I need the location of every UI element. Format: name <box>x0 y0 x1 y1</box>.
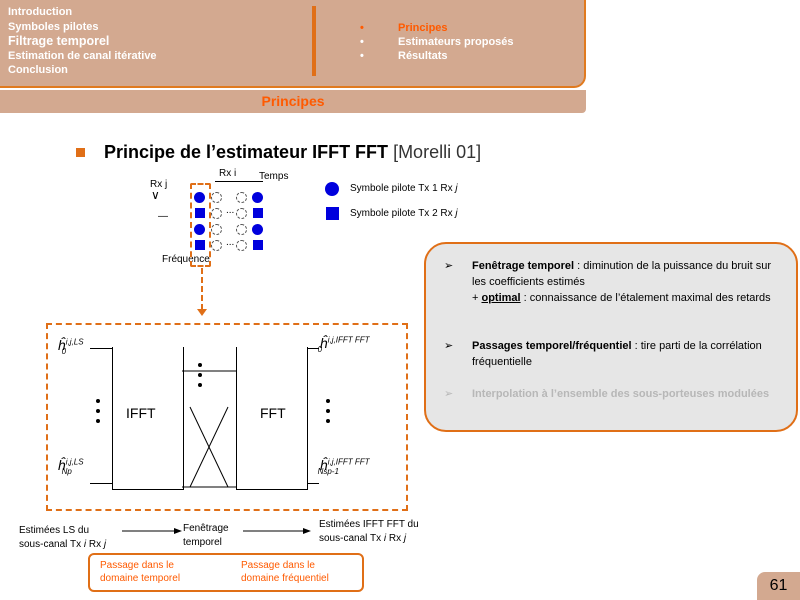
note-fenetrage: Fenêtrage temporel : diminution de la pu… <box>472 260 771 304</box>
slide-title-bar: Principes <box>0 90 586 113</box>
nav-section-symboles-pilotes[interactable]: Symboles pilotes <box>8 20 99 33</box>
arrow-bullet-icon: ➢ <box>444 260 454 272</box>
empty-symbol <box>236 240 247 251</box>
reference: [Morelli 01] <box>393 142 482 162</box>
pilot-circle <box>252 192 263 203</box>
nav-subsection-principes[interactable]: •Principes <box>360 22 448 34</box>
chevron-down-icon: ∨ <box>151 188 160 202</box>
time-axis-line <box>215 181 263 182</box>
rx-i-label: Rx i <box>219 168 237 179</box>
pilot-square <box>253 208 263 218</box>
nav-section-conclusion[interactable]: Conclusion <box>8 64 68 76</box>
arrow-bullet-icon: ➢ <box>444 340 454 352</box>
pilot-square <box>195 208 205 218</box>
ellipsis: ... <box>226 205 235 216</box>
note-passages: Passages temporel/fréquentiel : tire par… <box>472 340 762 368</box>
legend-square-label: Symbole pilote Tx 2 Rx j <box>350 208 458 219</box>
crossing-lines <box>182 370 236 488</box>
square-bullet-icon <box>76 148 85 157</box>
ellipsis-dot <box>96 399 100 403</box>
ellipsis-dot <box>96 409 100 413</box>
subsection-list: •Principes •Estimateurs proposés •Résult… <box>360 21 514 63</box>
nav-section-estimation-iterative[interactable]: Estimation de canal itérative <box>8 49 157 62</box>
arrow-right-icon <box>243 528 311 534</box>
navigation-header <box>0 0 586 88</box>
ellipsis: ... <box>226 237 235 248</box>
bullet-icon: • <box>360 22 364 34</box>
bullet-icon: • <box>360 36 364 48</box>
ifft-label: IFFT <box>126 405 156 421</box>
dash-mark: — <box>158 211 168 222</box>
main-heading: Principe de l’estimateur IFFT FFT [Morel… <box>104 142 482 162</box>
input-line <box>90 348 112 349</box>
ellipsis-dot <box>326 419 330 423</box>
ifft-block <box>112 347 184 490</box>
empty-symbol <box>236 192 247 203</box>
rx-j-label: Rx j <box>150 179 168 190</box>
fft-label: FFT <box>260 405 286 421</box>
pilot-column-highlight <box>190 183 211 267</box>
output-h-bottom: ĥi,j,IFFT FFTNsp-1 <box>317 457 370 476</box>
nav-section-introduction[interactable]: Introduction <box>8 6 73 18</box>
empty-symbol <box>211 240 222 251</box>
notes-box: ➢ Fenêtrage temporel : diminution de la … <box>424 242 798 432</box>
input-line <box>90 483 112 484</box>
section-list: Introduction Symboles pilotes Filtrage t… <box>8 5 308 78</box>
bullet-icon: • <box>360 50 364 62</box>
nav-subsection-resultats[interactable]: •Résultats <box>360 50 448 62</box>
dashed-connector <box>201 268 203 310</box>
arrow-bullet-icon: ➢ <box>444 388 454 400</box>
empty-symbol <box>211 224 222 235</box>
ellipsis-dot <box>326 409 330 413</box>
ellipsis-dot <box>96 419 100 423</box>
input-h-top: ĥi,j,LS0 <box>58 337 84 356</box>
frequency-axis-label: Fréquence <box>162 254 210 265</box>
nav-subsection-estimateurs[interactable]: •Estimateurs proposés <box>360 36 514 48</box>
pilot-square <box>195 240 205 250</box>
arrow-right-icon <box>122 528 182 534</box>
pilot-circle <box>194 224 205 235</box>
ifft-fft-diagram: ĥi,j,LS0 ĥi,j,LSNp IFFT FFT ĥi,j,IFFT FF… <box>46 323 408 511</box>
output-line <box>307 348 319 349</box>
ellipsis-dot <box>326 399 330 403</box>
nav-divider <box>312 6 316 76</box>
legend-circle-icon <box>325 182 339 196</box>
empty-symbol <box>236 208 247 219</box>
pilot-circle <box>252 224 263 235</box>
output-line <box>307 483 319 484</box>
input-h-bottom: ĥi,j,LSNp <box>58 457 84 476</box>
output-h-top: ĥi,j,IFFT FFT0 <box>317 335 370 354</box>
ellipsis-dot <box>198 383 202 387</box>
ellipsis-dot <box>198 363 202 367</box>
arrow-down-icon <box>197 309 207 316</box>
time-axis-label: Temps <box>259 171 289 182</box>
nav-section-filtrage-temporel[interactable]: Filtrage temporel <box>8 34 110 48</box>
legend-square-icon <box>326 207 339 220</box>
legend-circle-label: Symbole pilote Tx 1 Rx j <box>350 183 458 194</box>
empty-symbol <box>211 208 222 219</box>
pilot-circle <box>194 192 205 203</box>
note-interpolation: Interpolation à l’ensemble des sous-port… <box>472 388 770 400</box>
empty-symbol <box>236 224 247 235</box>
slide-title: Principes <box>261 93 325 109</box>
pilot-square <box>253 240 263 250</box>
empty-symbol <box>211 192 222 203</box>
page-number: 61 <box>757 572 800 600</box>
ellipsis-dot <box>198 373 202 377</box>
fft-block <box>236 347 308 490</box>
